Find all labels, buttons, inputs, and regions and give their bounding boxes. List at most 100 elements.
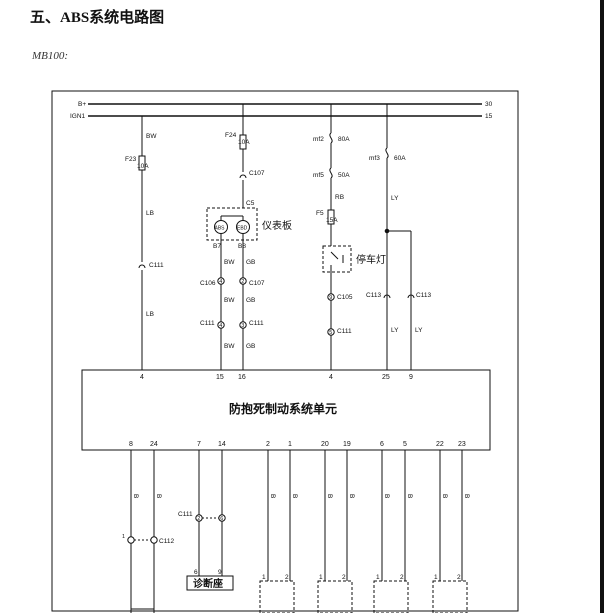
diagram-title: 五、ABS系统电路图 [30, 10, 165, 26]
conn-c105: C105 [337, 294, 353, 301]
bottom-wire-code: B [383, 494, 390, 498]
unit-top-pin: 4 [140, 374, 144, 381]
col2-fuse: F24 [225, 132, 237, 139]
unit-name: 防抱死制动系统单元 [229, 401, 337, 416]
bottom-wire-code: B [463, 494, 470, 498]
abs-warning-lamp [214, 220, 228, 234]
diag-pin: 9 [218, 569, 222, 576]
mf3-label: mf3 [369, 155, 380, 162]
conn-c113b: C113 [416, 292, 431, 299]
col2-wire-b2: GB [246, 297, 255, 304]
sensor-pin: 1 [319, 574, 323, 581]
unit-bottom-pin: 22 [436, 441, 444, 448]
pin-c111-bottom-b: 6 [220, 516, 223, 522]
ign1-label: IGN1 [70, 113, 86, 120]
col2-wire-a3: BW [224, 343, 235, 350]
bottom-wire-code: B [291, 494, 298, 498]
unit-bottom-pin: 20 [321, 441, 329, 448]
col1-wire1: BW [146, 133, 157, 140]
sensor-pin: 2 [400, 574, 404, 581]
col2-wire-b: GB [246, 259, 255, 266]
col2-circuit [206, 104, 258, 370]
mf2-amp: 80A [338, 136, 350, 143]
col2-conn-cluster: C5 [246, 200, 255, 207]
pin-c111a: 4 [219, 323, 222, 329]
col2-conn1: C107 [249, 170, 265, 177]
bottom-wire-code: B [441, 494, 448, 498]
conn-c111-bottom: C111 [178, 511, 193, 518]
wheel-sensor-1 [259, 580, 295, 613]
col1-circuit [138, 116, 146, 370]
unit-bottom-pin: 1 [288, 441, 292, 448]
conn-c113a: C113 [366, 292, 381, 299]
mf3-amp: 60A [394, 155, 406, 162]
mf5-amp: 50A [338, 172, 350, 179]
bottom-wire-code: B [406, 494, 413, 498]
pin-ebd: B8 [238, 243, 246, 250]
pin-c106: 4 [219, 279, 222, 285]
col2-wire-b3: GB [246, 343, 255, 350]
pin-c111b: 3 [241, 323, 244, 329]
sensor-pin: 2 [342, 574, 346, 581]
mf2-label: mf2 [313, 136, 324, 143]
unit-top-pin: 16 [238, 374, 246, 381]
instrument-cluster-box [206, 207, 258, 241]
col1-wire3: LB [146, 311, 154, 318]
wheel-sensor-3 [373, 580, 409, 613]
abs-control-unit [81, 369, 491, 451]
unit-bottom-pin: 8 [129, 441, 133, 448]
bottom-wire-code: B [326, 494, 333, 498]
bplus-end-number: 30 [485, 101, 493, 108]
diagnostic-socket-label: 诊断座 [193, 577, 223, 590]
parking-lamp-label: 停车灯 [356, 253, 386, 266]
unit-bottom-pin: 23 [458, 441, 466, 448]
unit-bottom-pin: 6 [380, 441, 384, 448]
col1-fuse-amp: 10A [137, 163, 149, 170]
wheel-sensor-4 [432, 580, 468, 613]
parking-lamp-switch-box [322, 245, 352, 273]
conn-c111a: C111 [200, 320, 215, 327]
conn-c111-col3: C111 [337, 328, 352, 335]
pin-c105: 9 [329, 295, 332, 301]
sensor-pin: 2 [285, 574, 289, 581]
col2-wire-a: BW [224, 259, 235, 266]
conn-c111b: C111 [249, 320, 264, 327]
conn-c107: C107 [249, 280, 265, 287]
unit-bottom-pin: 7 [197, 441, 201, 448]
pin-c112a: 1 [122, 534, 125, 540]
wheel-sensor-2 [317, 580, 353, 613]
col3-circuit [322, 104, 352, 370]
unit-bottom-pin: 14 [218, 441, 226, 448]
bottom-wire-code: B [132, 494, 139, 498]
mf5-label: mf5 [313, 172, 324, 179]
bottom-wire-code: B [155, 494, 162, 498]
unit-bottom-pin: 19 [343, 441, 351, 448]
pin-c107: 2 [241, 279, 244, 285]
unit-top-pin: 4 [329, 374, 333, 381]
bottom-wire-code: B [348, 494, 355, 498]
pin-c111-bottom-a: 2 [197, 516, 200, 522]
col1-wire2: LB [146, 210, 154, 217]
ign1-end-number: 15 [485, 113, 493, 120]
col4-wire-a: LY [391, 327, 399, 334]
conn-c106: C106 [200, 280, 216, 287]
col4-wire1: LY [391, 195, 399, 202]
unit-top-pin: 15 [216, 374, 224, 381]
sensor-pin: 1 [434, 574, 438, 581]
col4-circuit [383, 104, 415, 370]
col3-fuse: F5 [316, 210, 324, 217]
unit-bottom-pin: 2 [266, 441, 270, 448]
unit-bottom-pin: 24 [150, 441, 158, 448]
sensor-pin: 1 [376, 574, 380, 581]
bottom-wire-code: B [269, 494, 276, 498]
sensor-pin: 2 [457, 574, 461, 581]
unit-bottom-pin: 5 [403, 441, 407, 448]
ebd-lamp-label: EBD [237, 226, 248, 232]
col2-wire-a2: BW [224, 297, 235, 304]
diag-pin: 6 [194, 569, 198, 576]
pin-c111-col3: 5 [329, 330, 332, 336]
col3-fuse-amp: 15A [326, 217, 338, 224]
col4-wire-b: LY [415, 327, 423, 334]
